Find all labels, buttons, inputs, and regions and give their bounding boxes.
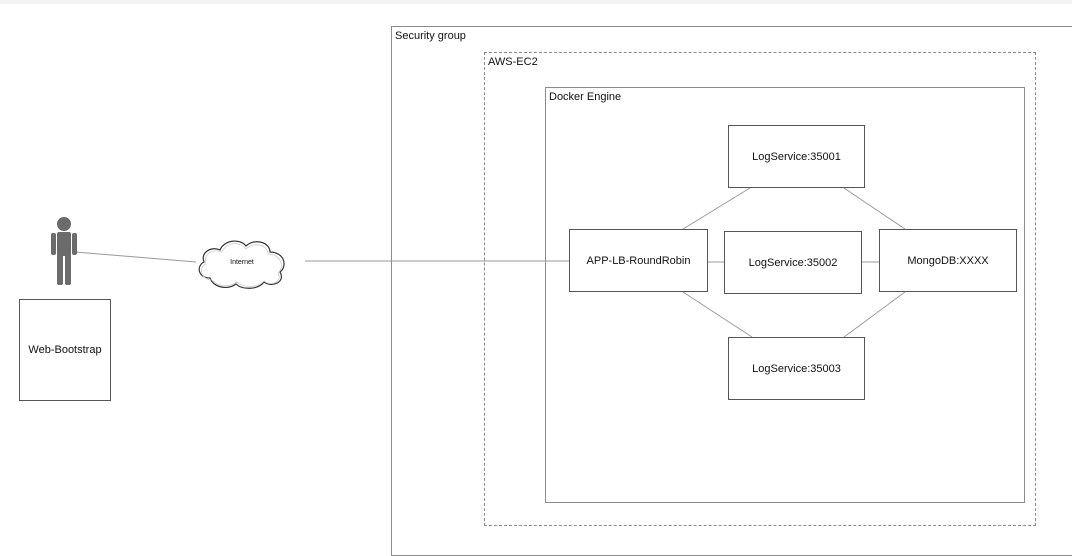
cloud-icon — [198, 240, 285, 289]
person-icon — [51, 217, 77, 285]
aws-ec2-label: AWS-EC2 — [488, 56, 538, 68]
aws-ec2-container: AWS-EC2 — [484, 52, 1036, 526]
web-bootstrap-label: Web-Bootstrap — [28, 344, 102, 356]
top-strip — [0, 0, 1072, 4]
internet-label: Internet — [230, 258, 254, 266]
log-service-1-label: LogService:35001 — [752, 150, 841, 163]
security-group-label: Security group — [395, 30, 466, 42]
load-balancer-box: APP-LB-RoundRobin — [569, 229, 708, 292]
mongodb-box: MongoDB:XXXX — [879, 229, 1017, 292]
log-service-2-label: LogService:35002 — [748, 256, 838, 269]
log-service-3-label: LogService:35003 — [752, 362, 841, 375]
mongodb-label: MongoDB:XXXX — [907, 254, 989, 267]
docker-engine-container: Docker Engine — [545, 87, 1025, 503]
log-service-1-box: LogService:35001 — [728, 125, 865, 188]
log-service-2-box: LogService:35002 — [724, 231, 862, 294]
web-bootstrap-box: Web-Bootstrap — [19, 299, 111, 401]
person-to-cloud-line — [74, 251, 197, 263]
log-service-3-box: LogService:35003 — [728, 337, 865, 400]
load-balancer-label: APP-LB-RoundRobin — [586, 254, 691, 267]
docker-engine-label: Docker Engine — [549, 91, 622, 103]
